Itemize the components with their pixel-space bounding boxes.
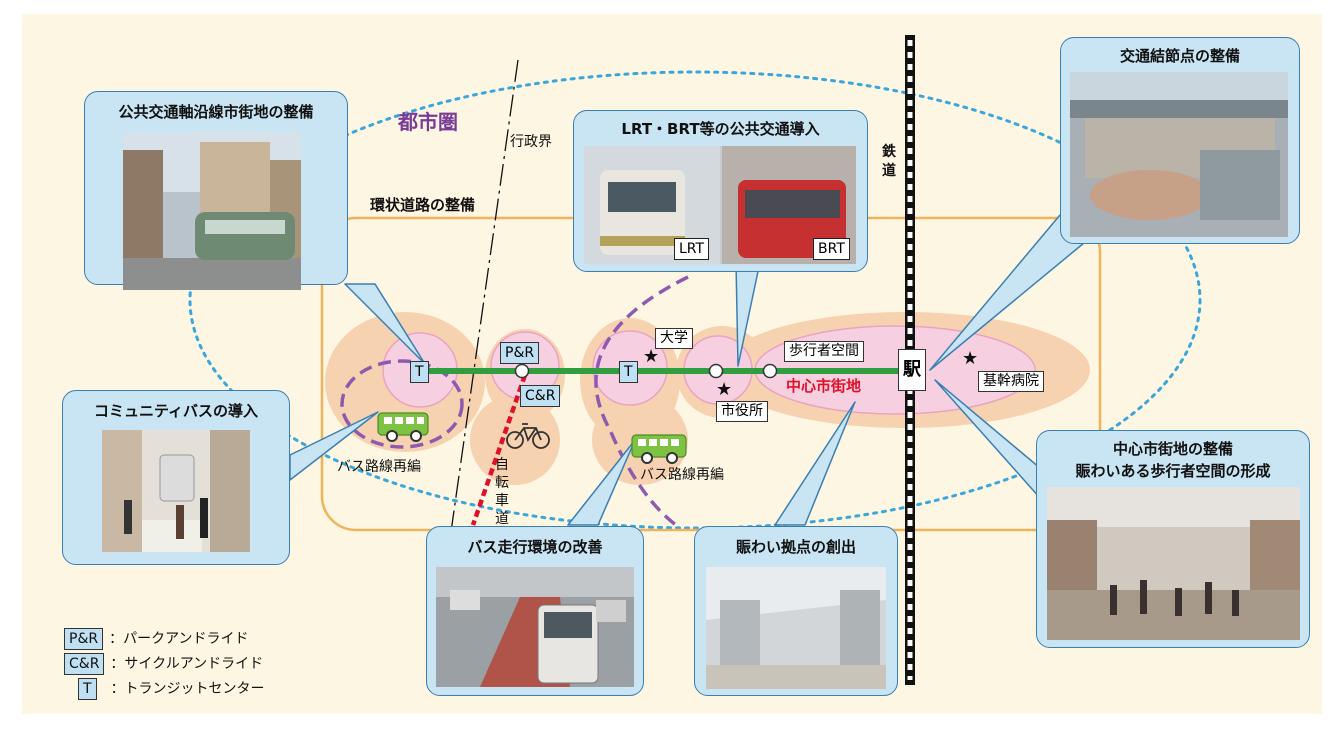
callout-bus-env: バス走行環境の改善 (426, 526, 644, 696)
bus-reorg-left-label: バス路線再編 (337, 459, 421, 475)
metro-boundary (188, 70, 1202, 530)
star-icons: ★ ★ ★ (643, 346, 978, 400)
callout-title-corridor: 公共交通軸沿線市街地の整備 (118, 103, 314, 121)
hospital-label: 基幹病院 (978, 371, 1044, 392)
callout-center-dev: 中心市街地の整備 賑わいある歩行者空間の形成 (1036, 430, 1310, 648)
node-t-mid: T (619, 361, 638, 383)
callout-corridor: 公共交通軸沿線市街地の整備 (84, 91, 348, 285)
bike-road-label: 自転車道 (495, 457, 509, 527)
admin-boundary-label: 行政界 (510, 134, 552, 150)
pedestrian-space-label: 歩行者空間 (784, 341, 864, 362)
node-c-and-r: C&R (520, 385, 561, 407)
university-label: 大学 (655, 328, 693, 349)
node-p-and-r: P&R (500, 342, 540, 364)
star-icon-university: ★ (643, 346, 659, 367)
city-center-label: 中心市街地 (786, 377, 862, 395)
bus-route-left (340, 359, 464, 449)
legend-row-t: T ：トランジットセンター (64, 678, 265, 700)
bicycle-icon (506, 423, 550, 449)
callout-title-community-bus: コミュニティバスの導入 (93, 402, 259, 420)
callout-hub-create: 賑わい拠点の創出 (694, 526, 898, 696)
callout-title-center-dev-2: 賑わいある歩行者空間の形成 (1075, 462, 1271, 480)
star-icon-hospital: ★ (962, 348, 978, 369)
legend-row-p-and-r: P&R ：パークアンドライド (64, 628, 249, 650)
legend-key-c-and-r: C&R (64, 653, 105, 675)
legend-text-t: ：トランジットセンター (110, 681, 265, 697)
callout-title-hub: 交通結節点の整備 (1119, 47, 1240, 65)
callout-hub: 交通結節点の整備 (1060, 37, 1300, 244)
legend-text-c-and-r: ：サイクルアンドライド (110, 656, 264, 672)
callout-title-lrt-brt: LRT・BRT等の公共交通導入 (621, 120, 820, 138)
legend-key-t: T (78, 678, 97, 700)
callout-pointers (289, 214, 1091, 526)
city-hall-label: 市役所 (716, 401, 768, 422)
callout-community-bus: コミュニティバスの導入 (62, 390, 290, 565)
axis-node-cr (514, 363, 530, 379)
legend-key-p-and-r: P&R (64, 628, 104, 650)
bike-road-line (470, 374, 528, 526)
admin-boundary-line (446, 59, 519, 561)
bus-reorg-mid-label: バス路線再編 (640, 467, 724, 483)
station-label: 駅 (898, 349, 926, 391)
lrt-tag: LRT (674, 238, 710, 260)
axis-node-pedestrian (762, 363, 778, 379)
node-t-left: T (410, 361, 429, 383)
bus-route-mid (594, 275, 689, 530)
railway-label: 鉄道 (882, 144, 896, 179)
legend-row-c-and-r: C&R ：サイクルアンドライド (64, 653, 263, 675)
ring-road-label: 環状道路の整備 (370, 196, 476, 214)
callout-title-hub-create: 賑わい拠点の創出 (735, 538, 856, 556)
bus-icon-mid (631, 434, 687, 464)
star-icon-cityhall: ★ (716, 379, 732, 400)
axis-node-cityhall (708, 363, 724, 379)
callout-title-center-dev-1: 中心市街地の整備 (1112, 440, 1233, 458)
callout-title-bus-env: バス走行環境の改善 (467, 538, 603, 556)
bus-icon-left (377, 412, 429, 442)
metro-area-label: 都市圏 (398, 110, 458, 134)
brt-tag: BRT (813, 238, 850, 260)
legend-text-p-and-r: ：パークアンドライド (109, 631, 249, 647)
